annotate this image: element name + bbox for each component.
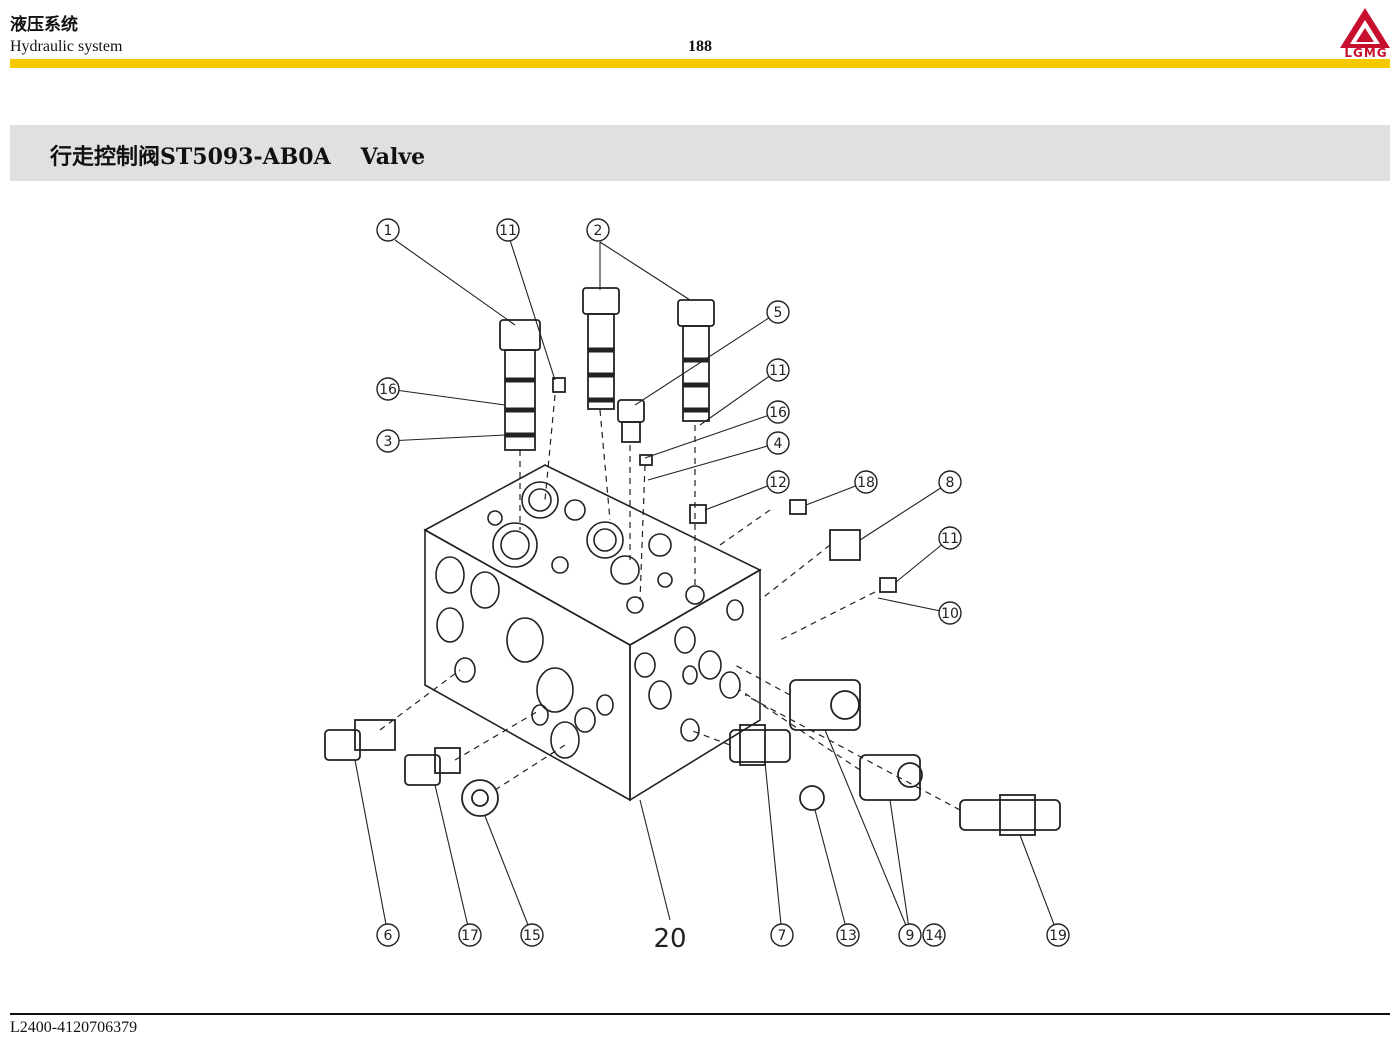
lgmg-logo xyxy=(1340,8,1390,48)
page-title: 行走控制阀ST5093-AB0A Valve xyxy=(50,139,425,171)
callout-1: 1 xyxy=(376,218,400,242)
svg-text:7: 7 xyxy=(778,928,787,944)
header-divider xyxy=(10,59,1390,68)
logo-wordmark: LGMG xyxy=(1344,46,1388,60)
callout-11-a: 11 xyxy=(496,218,520,242)
svg-text:8: 8 xyxy=(946,475,955,491)
callout-6: 6 xyxy=(376,923,400,947)
title-en: Valve xyxy=(360,144,426,170)
callout-5: 5 xyxy=(766,300,790,324)
callout-20: 20 xyxy=(653,924,686,954)
svg-text:11: 11 xyxy=(769,363,787,379)
svg-text:9: 9 xyxy=(906,928,915,944)
svg-text:16: 16 xyxy=(379,382,397,398)
svg-text:10: 10 xyxy=(941,606,959,622)
callout-7: 7 xyxy=(770,923,794,947)
callout-4: 4 xyxy=(766,431,790,455)
callout-12: 12 xyxy=(766,470,790,494)
svg-text:13: 13 xyxy=(839,928,857,944)
callout-19: 19 xyxy=(1046,923,1070,947)
callout-8: 8 xyxy=(938,470,962,494)
callout-10: 10 xyxy=(938,601,962,625)
callout-3: 3 xyxy=(376,429,400,453)
svg-text:4: 4 xyxy=(774,436,783,452)
footer-divider xyxy=(10,1013,1390,1015)
document-code: L2400-4120706379 xyxy=(10,1019,138,1036)
callout-18: 18 xyxy=(854,470,878,494)
svg-text:17: 17 xyxy=(461,928,479,944)
svg-text:15: 15 xyxy=(523,928,541,944)
callout-14: 14 xyxy=(922,923,946,947)
valve-exploded-diagram: 1 11 2 5 11 16 4 12 18 8 11 10 16 3 6 17… xyxy=(324,218,1070,954)
svg-text:6: 6 xyxy=(384,928,393,944)
title-band: 行走控制阀ST5093-AB0A Valve xyxy=(10,125,1390,181)
svg-text:11: 11 xyxy=(941,531,959,547)
svg-text:11: 11 xyxy=(499,223,517,239)
section-title-en: Hydraulic system xyxy=(10,38,123,55)
svg-text:18: 18 xyxy=(857,475,875,491)
block-right-face xyxy=(629,568,761,802)
svg-text:19: 19 xyxy=(1049,928,1067,944)
callout-16-a: 16 xyxy=(766,400,790,424)
section-title-cn: 液压系统 xyxy=(10,15,78,35)
callout-11-b: 11 xyxy=(766,358,790,382)
svg-text:1: 1 xyxy=(384,223,393,239)
title-cn-code: 行走控制阀ST5093-AB0A xyxy=(50,144,331,170)
svg-text:12: 12 xyxy=(769,475,787,491)
page-number: 188 xyxy=(688,38,712,55)
svg-text:2: 2 xyxy=(594,223,603,239)
svg-text:14: 14 xyxy=(925,928,943,944)
callout-2: 2 xyxy=(586,218,610,242)
svg-text:5: 5 xyxy=(774,305,783,321)
block-top xyxy=(423,464,762,646)
callout-15: 15 xyxy=(520,923,544,947)
svg-text:16: 16 xyxy=(769,405,787,421)
callout-11-c: 11 xyxy=(938,526,962,550)
callout-13: 13 xyxy=(836,923,860,947)
svg-text:3: 3 xyxy=(384,434,393,450)
callout-9: 9 xyxy=(898,923,922,947)
callout-16-b: 16 xyxy=(376,377,400,401)
callout-17: 17 xyxy=(458,923,482,947)
